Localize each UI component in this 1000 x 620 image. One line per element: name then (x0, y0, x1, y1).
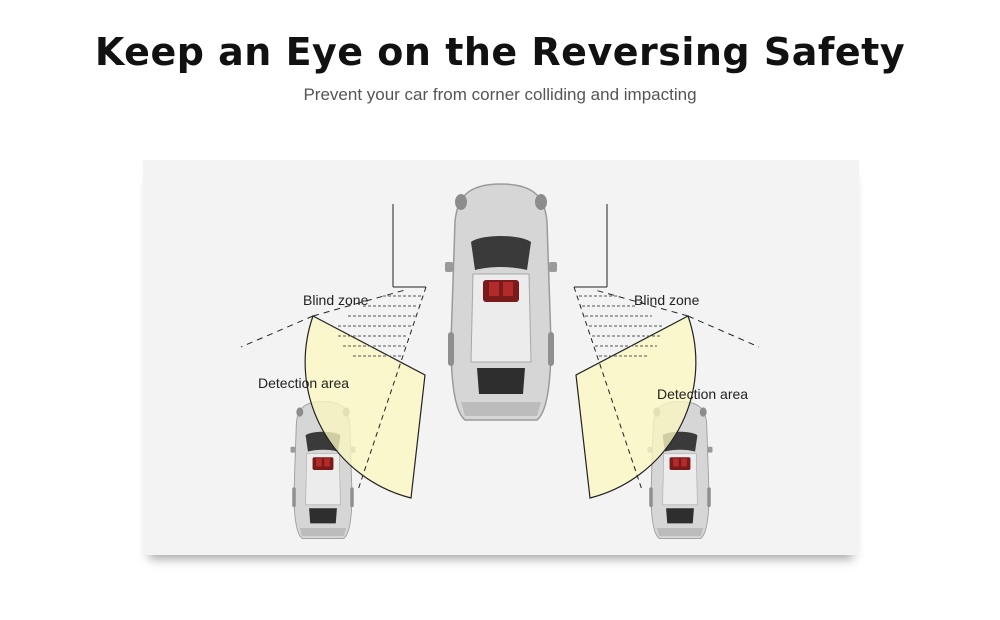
blind-spot-diagram: Blind zone Detection area Blind zone Det… (143, 160, 859, 555)
right-detection-area (575, 315, 697, 499)
page-title: Keep an Eye on the Reversing Safety (94, 30, 906, 74)
left-blind-zone-lines (240, 204, 427, 491)
left-blind-zone-hatch (338, 295, 421, 357)
left-blind-zone-label: Blind zone (303, 292, 369, 308)
right-blind-zone-hatch (579, 295, 662, 357)
right-blind-zone-lines (573, 204, 760, 491)
left-detection-area-label: Detection area (258, 375, 350, 391)
left-detection-area (304, 315, 426, 499)
right-detection-area-label: Detection area (657, 386, 749, 402)
diagram-canvas (240, 183, 760, 539)
page-subtitle: Prevent your car from corner colliding a… (303, 85, 697, 104)
center-car (444, 183, 558, 421)
right-blind-zone-label: Blind zone (634, 292, 700, 308)
